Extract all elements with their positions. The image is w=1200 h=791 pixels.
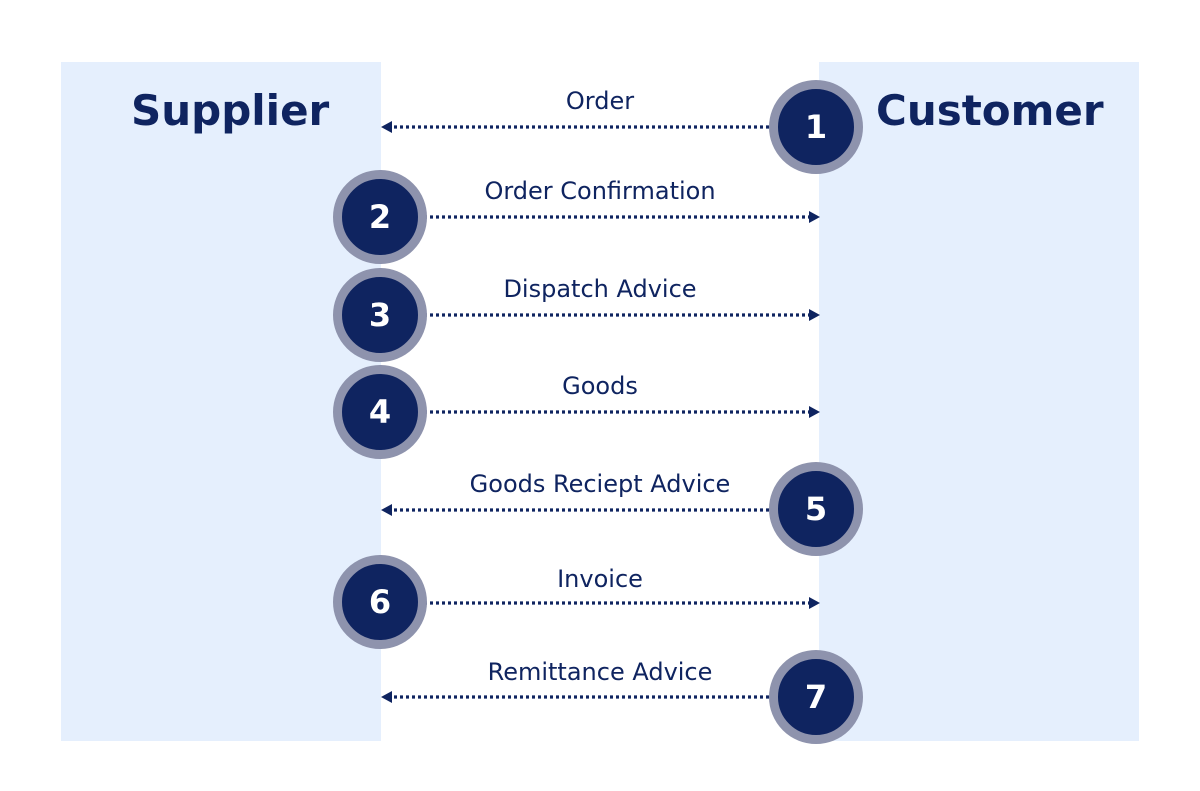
step-1-badge: 1 — [769, 80, 863, 174]
step-7-arrow — [381, 691, 775, 703]
step-5-arrow-head — [381, 504, 392, 516]
step-7-label: Remittance Advice — [487, 658, 713, 686]
step-2-badge: 2 — [333, 170, 427, 264]
step-4-badge: 4 — [333, 365, 427, 459]
step-6-badge: 6 — [333, 555, 427, 649]
step-1-arrow — [381, 121, 775, 133]
step-2-arrow — [424, 211, 820, 223]
step-6-label: Invoice — [557, 565, 643, 593]
step-1-arrow-head — [381, 121, 392, 133]
step-2-label: Order Confirmation — [484, 177, 716, 205]
supplier-lane — [61, 62, 381, 741]
step-3-arrow-head — [809, 309, 820, 321]
step-6-arrow — [424, 597, 820, 609]
customer-title: Customer — [876, 86, 1104, 135]
step-4-arrow — [424, 406, 820, 418]
step-1-label: Order — [565, 87, 635, 115]
step-3-label: Dispatch Advice — [503, 275, 697, 303]
step-4-label: Goods — [562, 372, 638, 400]
step-7-arrow-head — [381, 691, 392, 703]
step-4-arrow-head — [809, 406, 820, 418]
step-7-badge: 7 — [769, 650, 863, 744]
step-6-arrow-head — [809, 597, 820, 609]
customer-lane — [819, 62, 1139, 741]
supplier-title: Supplier — [131, 86, 330, 135]
step-5-label: Goods Reciept Advice — [469, 470, 731, 498]
step-5-arrow — [381, 504, 775, 516]
step-2-arrow-head — [809, 211, 820, 223]
step-3-arrow — [424, 309, 820, 321]
step-3-badge: 3 — [333, 268, 427, 362]
step-5-badge: 5 — [769, 462, 863, 556]
